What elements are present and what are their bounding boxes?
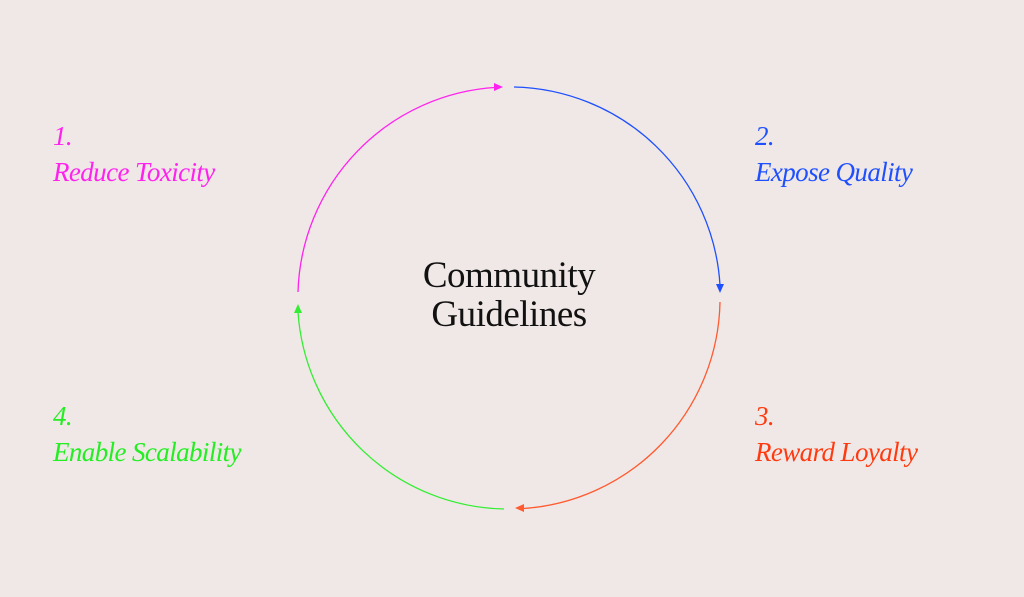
step-label: Enable Scalability (53, 437, 242, 467)
step-label: Reward Loyalty (755, 437, 918, 467)
step-reduce-toxicity: 1. Reduce Toxicity (53, 118, 215, 190)
step-enable-scalability: 4. Enable Scalability (53, 398, 242, 470)
arc-expose-quality (513, 86, 721, 286)
arc-reduce-toxicity (297, 86, 497, 293)
step-number: 3. (755, 401, 775, 431)
step-number: 2. (755, 121, 775, 151)
arrow-head-green (294, 304, 302, 313)
arrow-head-blue (716, 284, 724, 293)
arc-reward-loyalty (521, 301, 721, 510)
diagram-title: Community Guidelines (359, 256, 659, 334)
step-number: 4. (53, 401, 73, 431)
step-number: 1. (53, 121, 73, 151)
step-reward-loyalty: 3. Reward Loyalty (755, 398, 918, 470)
step-label: Reduce Toxicity (53, 157, 215, 187)
step-label: Expose Quality (755, 157, 913, 187)
arrow-head-pink (494, 83, 503, 91)
arrow-head-orange (515, 504, 524, 512)
title-line-2: Guidelines (431, 294, 587, 335)
step-expose-quality: 2. Expose Quality (755, 118, 913, 190)
title-line-1: Community (422, 255, 596, 296)
arc-enable-scalability (297, 311, 505, 510)
